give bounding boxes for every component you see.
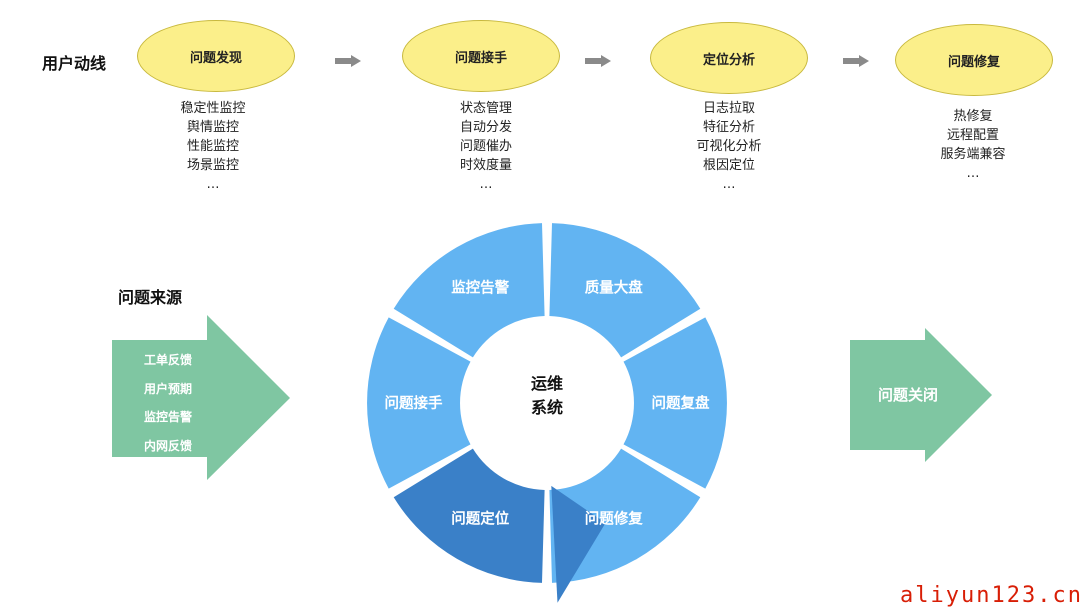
segment-problem-takeover — [367, 317, 471, 489]
flow-arrow-icon — [335, 55, 361, 67]
list-item: 日志拉取 — [702, 101, 755, 116]
list-item: 场景监控 — [186, 158, 239, 173]
list-item: … — [206, 177, 220, 192]
segment-monitor-alert — [393, 223, 545, 358]
source-item: 用户预期 — [144, 381, 193, 396]
list-item: 根因定位 — [702, 158, 755, 173]
source-item: 工单反馈 — [144, 353, 193, 367]
list-item: … — [722, 177, 736, 192]
segment-label-problem-locate: 问题定位 — [451, 510, 509, 528]
flow-arrow-icon — [843, 55, 869, 67]
segment-quality-dashboard — [549, 223, 701, 358]
flow-arrow-icon — [585, 55, 611, 67]
list-item: 自动分发 — [459, 120, 512, 135]
stage-problem-discovery: 问题发现 — [137, 20, 295, 92]
segment-label-problem-review: 问题复盘 — [652, 394, 710, 412]
list-item: 稳定性监控 — [180, 101, 246, 116]
close-arrow-shape — [850, 328, 992, 462]
cycle-arrowhead-icon — [551, 485, 606, 603]
segment-label-monitor-alert: 监控告警 — [451, 278, 509, 296]
list-item: 特征分析 — [702, 120, 755, 135]
list-item: … — [966, 166, 980, 181]
stage-locate-analysis: 定位分析 — [650, 22, 808, 94]
close-label: 问题关闭 — [878, 386, 938, 404]
stage-problem-fix: 问题修复 — [895, 24, 1053, 96]
list-item: … — [479, 177, 493, 192]
segment-problem-locate — [393, 448, 545, 583]
stage-items-discovery: 稳定性监控 舆情监控 性能监控 场景监控 … — [133, 99, 293, 194]
segment-problem-review — [623, 317, 727, 489]
sources-label: 问题来源 — [118, 288, 183, 307]
list-item: 舆情监控 — [186, 120, 239, 135]
cycle-ring — [367, 223, 727, 603]
list-item: 远程配置 — [946, 128, 999, 143]
segment-label-problem-fix: 问题修复 — [585, 510, 643, 528]
source-arrow-shape — [112, 315, 290, 480]
source-list: 工单反馈 用户预期 监控告警 内网反馈 — [118, 346, 228, 460]
list-item: 性能监控 — [186, 139, 239, 154]
watermark-text: aliyun123.cn — [900, 583, 1080, 608]
center-label-line2: 系统 — [531, 398, 563, 417]
list-item: 服务端兼容 — [940, 147, 1006, 162]
list-item: 状态管理 — [459, 101, 512, 116]
source-item: 内网反馈 — [144, 438, 193, 453]
stage-problem-takeover: 问题接手 — [402, 20, 560, 92]
stage-items-analysis: 日志拉取 特征分析 可视化分析 根因定位 … — [649, 99, 809, 194]
list-item: 时效度量 — [459, 158, 512, 173]
source-item: 监控告警 — [144, 410, 193, 424]
center-label-line1: 运维 — [531, 374, 563, 393]
user-flow-label: 用户动线 — [42, 54, 107, 73]
list-item: 问题催办 — [459, 139, 512, 154]
stage-items-fix: 热修复 远程配置 服务端兼容 … — [893, 107, 1053, 183]
list-item: 可视化分析 — [696, 139, 762, 154]
list-item: 热修复 — [953, 109, 993, 124]
stage-items-takeover: 状态管理 自动分发 问题催办 时效度量 … — [406, 99, 566, 194]
segment-label-quality-dashboard: 质量大盘 — [585, 278, 643, 296]
segment-label-problem-takeover: 问题接手 — [385, 394, 443, 412]
